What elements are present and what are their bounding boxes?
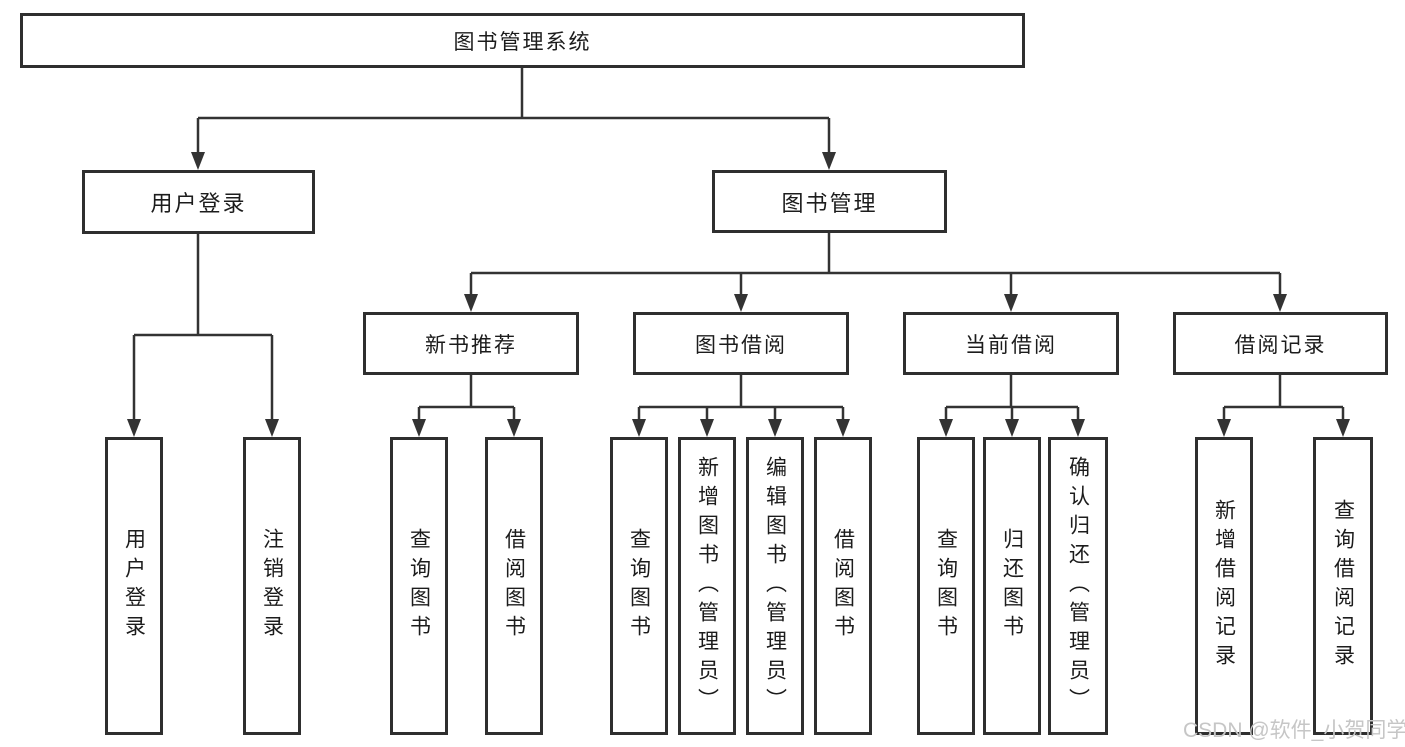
leaf-logout-label: 注销登录 xyxy=(260,528,284,644)
node-root-label: 图书管理系统 xyxy=(453,30,592,54)
leaf-br-add-record-label: 新增借阅记录 xyxy=(1212,499,1236,673)
node-current-borrowing: 当前借阅 xyxy=(903,312,1119,375)
node-borrowing-records-label: 借阅记录 xyxy=(1234,333,1327,357)
leaf-nbr-borrow-book-label: 借阅图书 xyxy=(502,528,526,644)
node-new-book-recommendation-label: 新书推荐 xyxy=(425,333,517,357)
leaf-nbr-query-book-label: 查询图书 xyxy=(407,528,431,644)
leaf-user-login-label: 用户登录 xyxy=(122,528,146,644)
leaf-cb-query-book: 查询图书 xyxy=(917,437,975,735)
leaf-cb-return-book: 归还图书 xyxy=(983,437,1041,735)
node-book-borrowing: 图书借阅 xyxy=(633,312,849,375)
leaf-bb-add-book-admin: 新增图书（管理员） xyxy=(678,437,736,735)
leaf-bb-edit-book-admin: 编辑图书（管理员） xyxy=(746,437,804,735)
node-new-book-recommendation: 新书推荐 xyxy=(363,312,579,375)
leaf-bb-edit-book-admin-label: 编辑图书（管理员） xyxy=(763,455,787,717)
node-current-borrowing-label: 当前借阅 xyxy=(965,333,1057,357)
leaf-bb-borrow-book: 借阅图书 xyxy=(814,437,872,735)
leaf-cb-confirm-return-admin: 确认归还（管理员） xyxy=(1048,437,1108,735)
node-book-borrowing-label: 图书借阅 xyxy=(695,333,787,357)
leaf-cb-return-book-label: 归还图书 xyxy=(1000,528,1024,644)
leaf-br-query-record: 查询借阅记录 xyxy=(1313,437,1373,735)
leaf-br-query-record-label: 查询借阅记录 xyxy=(1331,499,1355,673)
leaf-bb-add-book-admin-label: 新增图书（管理员） xyxy=(695,455,719,717)
leaf-user-login: 用户登录 xyxy=(105,437,163,735)
leaf-logout: 注销登录 xyxy=(243,437,301,735)
node-book-management: 图书管理 xyxy=(712,170,947,233)
leaf-bb-borrow-book-label: 借阅图书 xyxy=(831,528,855,644)
leaf-nbr-query-book: 查询图书 xyxy=(390,437,448,735)
csdn-watermark: CSDN @软件_小贺同学 xyxy=(1183,719,1405,742)
leaf-cb-query-book-label: 查询图书 xyxy=(934,528,958,644)
leaf-cb-confirm-return-admin-label: 确认归还（管理员） xyxy=(1066,455,1090,717)
node-root: 图书管理系统 xyxy=(20,13,1025,68)
node-user-login-label: 用户登录 xyxy=(150,191,247,216)
leaf-bb-query-book: 查询图书 xyxy=(610,437,668,735)
node-user-login: 用户登录 xyxy=(82,170,315,234)
leaf-nbr-borrow-book: 借阅图书 xyxy=(485,437,543,735)
node-book-management-label: 图书管理 xyxy=(781,190,878,216)
leaf-br-add-record: 新增借阅记录 xyxy=(1195,437,1253,735)
node-borrowing-records: 借阅记录 xyxy=(1173,312,1388,375)
leaf-bb-query-book-label: 查询图书 xyxy=(627,528,651,644)
